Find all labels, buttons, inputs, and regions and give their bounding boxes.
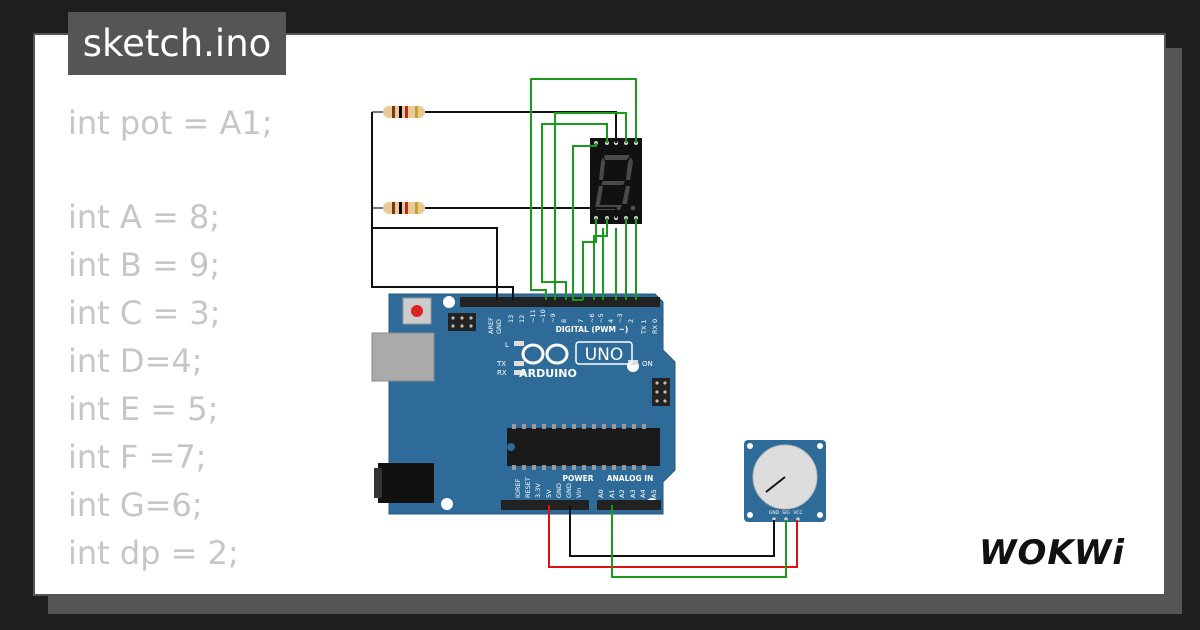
pot-pin-label: GND [769,510,780,516]
pin-label: 13 [507,315,515,323]
potentiometer[interactable]: GND SIG VCC [744,440,826,522]
filename-tab[interactable]: sketch.ino [68,12,286,75]
green-wires [530,78,637,301]
icsp-header [448,313,476,331]
pin-label: 7 [577,319,585,323]
pin-label: A2 [618,489,626,498]
pin-label: 5V [545,489,553,498]
pin-label: ~6 [588,313,596,323]
led-rx [514,370,524,375]
code-line: int D=4; [68,342,203,380]
tx-label: TX [496,360,506,368]
pin-label: ~3 [616,313,624,323]
pot-pin-label: VCC [793,510,802,516]
wokwi-logo-text: WOKWi [979,533,1125,573]
pin-label: ~10 [539,309,547,323]
led-tx [514,361,524,366]
pin-label: GND [565,483,573,498]
pin-label: RX 0 [651,319,659,334]
icsp-header-2 [652,378,670,406]
analog-label: ANALOG IN [607,474,654,483]
pin-label: A0 [597,489,605,498]
digital-header [460,297,660,307]
code-line: int B = 9; [68,246,221,284]
code-line: int G=6; [68,486,203,524]
pin-label: 3.3V [534,483,542,498]
pin-label: GND [555,483,563,498]
pin-label: A5 [650,489,658,498]
usb-connector [371,332,435,382]
pin-label: A4 [639,489,647,498]
pin-label: 12 [518,315,526,323]
analog-header [597,500,661,510]
pin-label: ~5 [597,313,605,323]
led-l [514,341,524,346]
wokwi-logo: WOKWi [979,533,1125,573]
code-line: int F =7; [68,438,207,476]
pot-pin-label: SIG [782,510,790,516]
code-line: int dp = 2; [68,534,239,572]
code-line: int E = 5; [68,390,219,428]
pin-label: AREF [487,317,495,334]
pin-label: TX 1 [640,319,648,335]
power-jack [378,463,434,503]
atmega-chip [507,428,660,466]
resistor[interactable] [372,106,425,118]
resistor[interactable] [372,202,425,214]
board-model: UNO [585,345,624,365]
pin-label: ~9 [549,313,557,323]
pin-label: GND [495,319,503,334]
pin-label: Vin [575,488,583,498]
on-label: ON [642,360,653,368]
pin-label: IOREF [514,478,522,498]
mounting-hole [441,498,453,510]
pin-label: A1 [608,489,616,498]
filename-label: sketch.ino [82,22,272,65]
code-line: int C = 3; [68,294,221,332]
pin-label: 2 [627,319,635,323]
digital-label: DIGITAL (PWM ~) [556,325,629,334]
power-header [501,500,589,510]
pin-label: ~11 [529,309,537,323]
rx-label: RX [497,369,507,377]
power-label: POWER [562,474,593,483]
code-line: int A = 8; [68,198,221,236]
pin-label: RESET [524,477,532,498]
arduino-logo-icon [521,343,569,365]
pin-label: A3 [629,489,637,498]
bottom-wires [548,505,798,578]
led-on [628,360,638,365]
board-brand: ARDUINO [519,367,577,380]
pin-label: 8 [560,319,568,323]
arduino-uno-board[interactable]: UNO ARDUINO DIGITAL (PWM ~) POWER ANALOG… [371,293,676,515]
mounting-hole [443,296,455,308]
code-line: int pot = A1; [68,104,273,142]
l-label: L [505,341,509,349]
pin-label: 4 [607,319,615,323]
